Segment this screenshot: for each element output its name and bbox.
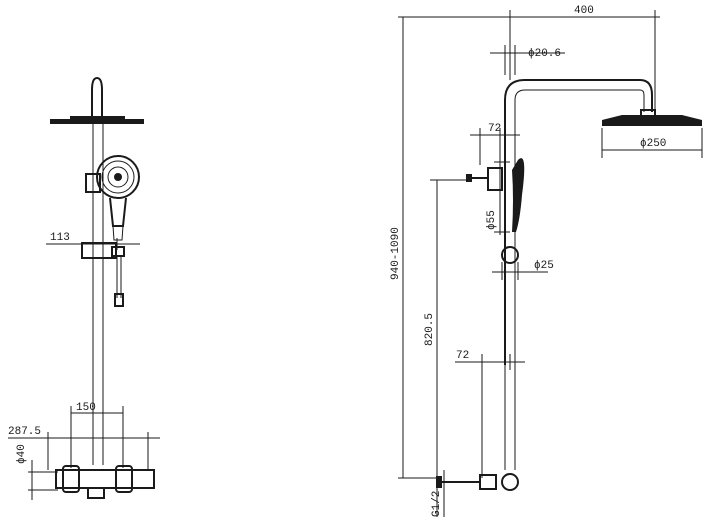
dim-pipe-dia: ϕ20.6 — [490, 45, 565, 75]
dim-holder-offset: 72 — [470, 123, 520, 165]
dim-outlet-offset: 113 — [46, 232, 140, 250]
dim-phi250-label: ϕ250 — [640, 138, 666, 150]
dim-820-label: 820.5 — [424, 313, 436, 346]
dim-g12-label: G1/2 — [431, 491, 443, 517]
side-shower-head — [602, 115, 702, 126]
front-hose-end — [114, 293, 124, 307]
dim-centers: 150 — [70, 402, 124, 468]
dim-150-label: 150 — [76, 402, 96, 414]
front-shower-head — [50, 116, 144, 124]
side-slider — [501, 246, 519, 264]
dim-handshower-dia: ϕ55 — [486, 160, 510, 235]
front-hand-shower — [96, 155, 140, 241]
front-gooseneck — [91, 76, 103, 116]
dim-940-label: 940-1090 — [390, 227, 402, 280]
dim-bracket-offset: 72 — [455, 350, 525, 478]
dim-phi25-label: ϕ25 — [534, 260, 554, 272]
dim-113-label: 113 — [50, 232, 70, 244]
dim-total-height: 940-1090 — [390, 16, 510, 479]
dim-400-label: 400 — [574, 5, 594, 17]
front-holder — [85, 173, 101, 193]
dim-inlet-dia: ϕ40 — [16, 444, 58, 500]
dim-phi55-label: ϕ55 — [486, 210, 498, 230]
dim-depth: 287.5 — [8, 426, 160, 470]
dim-287-label: 287.5 — [8, 426, 41, 438]
side-hand-shower — [466, 158, 525, 232]
dim-thread: G1/2 — [431, 470, 445, 517]
dim-72-bottom-label: 72 — [456, 350, 469, 362]
dim-72-top-label: 72 — [488, 123, 501, 135]
side-arm-inner — [514, 89, 645, 365]
front-view: 113 150 287.5 ϕ40 — [8, 76, 160, 500]
front-slide-bracket — [81, 242, 117, 259]
dim-inlet-height: 820.5 — [424, 179, 470, 478]
dim-phi20-label: ϕ20.6 — [528, 48, 561, 60]
side-view: 400 ϕ20.6 ϕ250 72 ϕ55 — [390, 5, 703, 517]
side-bottom-bracket — [436, 473, 519, 491]
side-arm-outer — [504, 79, 653, 365]
dim-phi40-label: ϕ40 — [16, 444, 28, 464]
front-mixer-body — [55, 465, 155, 499]
dim-rail-dia: ϕ25 — [492, 260, 554, 280]
dim-head-dia: ϕ250 — [601, 128, 703, 158]
